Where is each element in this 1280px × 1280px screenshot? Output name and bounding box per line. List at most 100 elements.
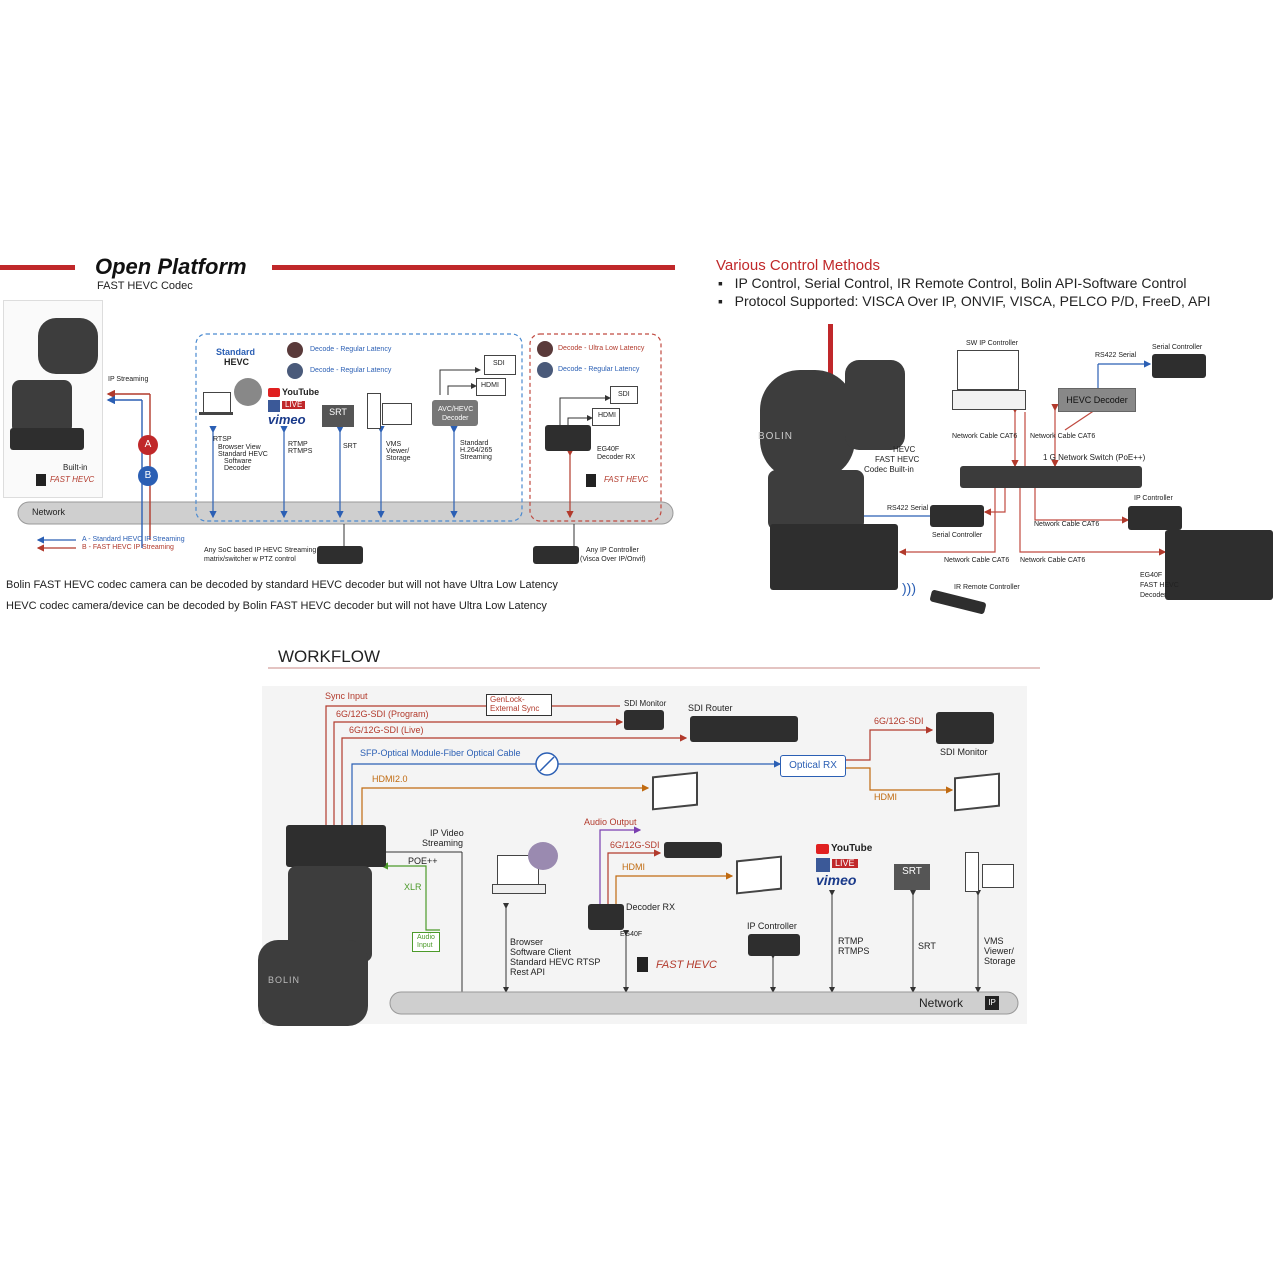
genlock-label-2: External Sync xyxy=(490,704,540,713)
poe-label: POE++ xyxy=(408,856,438,866)
hevc-decoder-box: HEVC Decoder xyxy=(1058,388,1136,412)
hdmi-out-label: HDMI xyxy=(874,792,897,802)
eg40f-decoder-device xyxy=(1165,530,1273,600)
sdi-program-label: 6G/12G-SDI (Program) xyxy=(336,709,429,719)
fast-hevc-label-2: FAST HEVC xyxy=(604,475,649,484)
hdmi-monitor-device-1 xyxy=(954,772,1000,812)
hdmi-label: HDMI xyxy=(481,382,499,389)
sw-laptop-base-icon xyxy=(952,390,1026,410)
marker-a: A xyxy=(138,435,158,455)
hdmi-label-2: HDMI xyxy=(598,412,616,419)
hevc-camera-2: FAST HEVC xyxy=(875,455,920,464)
youtube-icon xyxy=(268,388,280,397)
workflow-facebook-icon xyxy=(816,858,830,872)
legend-a: A - Standard HEVC IP Streaming xyxy=(82,536,185,543)
avc-decoder-box xyxy=(432,400,478,426)
open-platform-title: Open Platform xyxy=(95,254,247,279)
workflow-youtube-label: YouTube xyxy=(831,843,873,854)
gear-icon xyxy=(234,378,262,406)
laptop-icon xyxy=(203,392,231,414)
live-badge: LIVE xyxy=(282,400,306,410)
hdmi-monitor-icon xyxy=(476,378,506,396)
facebook-icon xyxy=(268,400,280,412)
sfp-label: SFP-Optical Module-Fiber Optical Cable xyxy=(360,748,521,758)
eg40f-label-3: FAST HEVC xyxy=(1140,582,1179,589)
audio-input-label-2: Input xyxy=(417,942,433,949)
srt-label: SRT xyxy=(343,443,357,450)
decode-ultra: Decode - Ultra Low Latency xyxy=(558,345,645,352)
workflow-eg40f-device xyxy=(588,904,624,930)
camera-side-large xyxy=(845,360,905,450)
monitor-icon xyxy=(382,403,412,425)
workflow-rtmps-label: RTMPS xyxy=(838,946,870,956)
rtsp-item-3: Software xyxy=(224,458,252,465)
audio-input-box xyxy=(412,932,440,952)
srt-logo: SRT xyxy=(322,405,354,427)
ip-controller-device-2 xyxy=(1128,506,1182,530)
camera-body xyxy=(12,380,72,434)
camera-base-large xyxy=(770,524,898,590)
decode-regular-2: Decode - Regular Latency xyxy=(310,367,392,374)
camera-head xyxy=(38,318,98,374)
rtsp-item-2: Standard HEVC xyxy=(218,451,268,458)
network-cable-3: Network Cable CAT6 xyxy=(1034,521,1100,528)
sdi-monitor-device-1 xyxy=(624,710,664,730)
control-bullet-1-text: IP Control, Serial Control, IR Remote Co… xyxy=(734,275,1187,291)
tower-pc-icon xyxy=(367,393,381,429)
sdi-out-label: 6G/12G-SDI xyxy=(874,716,924,726)
network-label: Network xyxy=(32,507,66,517)
workflow-camera-top xyxy=(286,825,386,867)
browser-label-4: Rest API xyxy=(510,967,546,977)
workflow-sdi-device xyxy=(664,842,722,858)
ip-video-label-2: Streaming xyxy=(422,838,464,848)
built-in-label: Built-in xyxy=(63,463,88,472)
serial-controller-device xyxy=(1152,354,1206,378)
switch-label: 1 G Network Switch (PoE++) xyxy=(1043,453,1146,462)
workflow-laptop-base-icon xyxy=(492,884,546,894)
standard-title: Standard xyxy=(216,347,256,357)
ip-controller-device xyxy=(533,546,579,564)
camera-base xyxy=(10,428,84,450)
vms-label-3: Storage xyxy=(386,455,411,462)
rtmps-label: RTMPS xyxy=(288,448,313,455)
sdi-router-device xyxy=(690,716,798,742)
network-switch-device xyxy=(960,466,1142,488)
marker-b: B xyxy=(138,466,158,486)
sdi-monitor-icon-2 xyxy=(610,386,638,404)
sw-laptop-icon xyxy=(957,350,1019,390)
xlr-label: XLR xyxy=(404,882,422,892)
bolin-label: BOLIN xyxy=(758,431,794,442)
standard-hevc-title: HEVC xyxy=(224,357,250,367)
open-platform-subtitle: FAST HEVC Codec xyxy=(97,280,193,292)
control-title: Various Control Methods xyxy=(716,257,880,274)
note-2: HEVC codec camera/device can be decoded … xyxy=(6,600,547,612)
control-bullet-2: ▪ Protocol Supported: VISCA Over IP, ONV… xyxy=(718,293,1211,309)
decoder-rx-label: Decoder RX xyxy=(597,454,636,461)
workflow-fast-hevc-logo-icon xyxy=(637,957,648,972)
workflow-network-label: Network xyxy=(919,996,964,1010)
workflow-ip-controller-label: IP Controller xyxy=(747,921,797,931)
workflow-gear-icon xyxy=(528,842,558,870)
eg40f-label: EG40F xyxy=(597,446,620,453)
network-cable-5: Network Cable CAT6 xyxy=(1020,557,1086,564)
workflow-vms-label-2: Viewer/ xyxy=(984,946,1014,956)
ip-streaming-label: IP Streaming xyxy=(108,376,149,383)
workflow-vms-label-3: Storage xyxy=(984,956,1016,966)
audio-output-label: Audio Output xyxy=(584,817,637,827)
workflow-fast-hevc-label: FAST HEVC xyxy=(656,959,717,971)
optical-rx-box: Optical RX xyxy=(780,755,846,777)
camera-head-large xyxy=(760,370,855,480)
sdi-monitor-label-2: SDI Monitor xyxy=(940,747,988,757)
workflow-monitor-icon xyxy=(982,864,1014,888)
browser-label-3: Standard HEVC RTSP xyxy=(510,957,601,967)
ip-badge: IP xyxy=(985,996,999,1010)
decode-blue-circle-icon xyxy=(287,363,303,379)
sdi-monitor-icon xyxy=(484,355,516,375)
decode-regular-1: Decode - Regular Latency xyxy=(310,346,392,353)
vms-label-1: VMS xyxy=(386,441,402,448)
camera-body-large xyxy=(768,470,864,530)
rs422-serial-label-2: RS422 Serial xyxy=(887,505,929,512)
workflow-srt-label: SRT xyxy=(918,941,936,951)
vms-label-2: Viewer/ xyxy=(386,448,410,455)
